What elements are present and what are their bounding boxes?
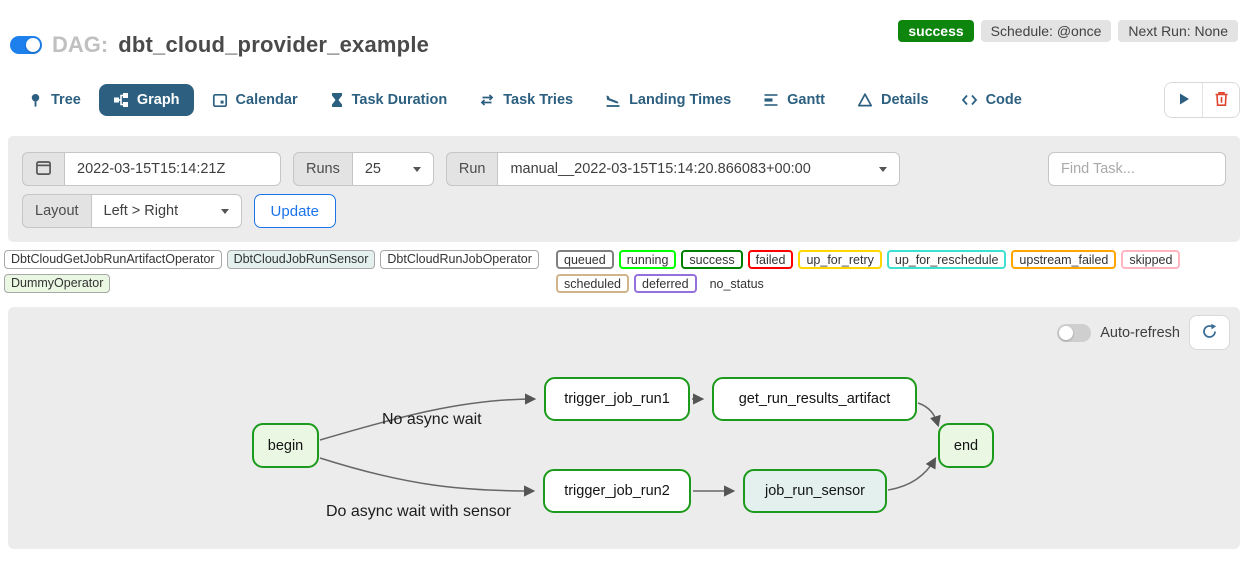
status-legend: queued running success failed up_for_ret…	[556, 250, 1244, 293]
pin-icon	[28, 92, 43, 108]
task-node-trigger-job-run2[interactable]: trigger_job_run2	[543, 469, 691, 513]
play-icon	[1177, 92, 1191, 109]
dag-pause-toggle[interactable]	[10, 36, 42, 54]
layout-label: Layout	[22, 194, 92, 228]
task-node-begin[interactable]: begin	[252, 423, 319, 468]
run-label: Run	[445, 152, 499, 186]
calendar-icon	[212, 92, 228, 108]
next-run-badge: Next Run: None	[1118, 20, 1238, 42]
tab-task-tries[interactable]: Task Tries	[465, 84, 587, 116]
plane-landing-icon	[605, 92, 621, 108]
legend-operator: DummyOperator	[4, 274, 111, 293]
legend-operator: DbtCloudRunJobOperator	[380, 250, 539, 269]
tab-details[interactable]: Details	[843, 84, 943, 116]
schedule-badge: Schedule: @once	[980, 20, 1112, 42]
legend: DbtCloudGetJobRunArtifactOperator DbtClo…	[0, 242, 1248, 293]
code-icon	[961, 93, 978, 107]
legend-operator: DbtCloudGetJobRunArtifactOperator	[4, 250, 222, 269]
legend-status: scheduled	[556, 274, 629, 293]
legend-status: success	[681, 250, 743, 269]
task-node-job-run-sensor[interactable]: job_run_sensor	[743, 469, 887, 513]
repeat-icon	[479, 92, 495, 108]
gantt-icon	[763, 92, 779, 108]
layout-select[interactable]: Left > Right	[91, 194, 242, 228]
refresh-button[interactable]	[1189, 315, 1230, 350]
tab-code[interactable]: Code	[947, 84, 1036, 116]
legend-operator: DbtCloudJobRunSensor	[226, 250, 376, 269]
trash-icon	[1214, 91, 1229, 110]
delete-dag-button[interactable]	[1202, 83, 1239, 117]
legend-status: running	[618, 250, 677, 269]
view-tabbar: Tree Graph Calendar Task Duration Task T…	[0, 58, 1248, 118]
legend-status: up_for_reschedule	[886, 250, 1007, 269]
tab-graph[interactable]: Graph	[98, 84, 194, 116]
refresh-icon	[1201, 323, 1218, 343]
legend-status: upstream_failed	[1011, 250, 1117, 269]
chevron-down-icon	[220, 208, 229, 214]
update-button[interactable]: Update	[253, 194, 336, 228]
runs-group: Runs 25	[293, 152, 434, 186]
legend-status: queued	[556, 250, 614, 269]
task-node-get-run-results-artifact[interactable]: get_run_results_artifact	[712, 377, 917, 421]
page-header: DAG: dbt_cloud_provider_example success …	[0, 0, 1248, 58]
legend-status: failed	[747, 250, 794, 269]
tab-task-duration[interactable]: Task Duration	[316, 84, 462, 116]
toggle-knob	[1059, 325, 1074, 340]
tab-tree[interactable]: Tree	[14, 84, 95, 116]
base-date-input[interactable]	[65, 152, 281, 186]
layout-group: Layout Left > Right	[22, 194, 242, 228]
operator-legend: DbtCloudGetJobRunArtifactOperator DbtClo…	[4, 250, 546, 293]
legend-status: up_for_retry	[798, 250, 882, 269]
chevron-down-icon	[879, 166, 888, 172]
run-group: Run manual__2022-03-15T15:14:20.866083+0…	[445, 152, 901, 186]
filter-panel: Runs 25 Run manual__2022-03-15T15:14:20.…	[8, 136, 1240, 242]
auto-refresh-label: Auto-refresh	[1100, 324, 1180, 341]
runs-label: Runs	[293, 152, 353, 186]
trigger-dag-button[interactable]	[1165, 83, 1202, 117]
legend-status: deferred	[634, 274, 697, 293]
run-select[interactable]: manual__2022-03-15T15:14:20.866083+00:00	[498, 152, 901, 186]
hourglass-icon	[330, 92, 344, 108]
task-node-end[interactable]: end	[938, 423, 994, 468]
edge-label: No async wait	[382, 411, 482, 428]
calendar-addon-button[interactable]	[22, 152, 65, 186]
calendar-icon	[35, 159, 52, 180]
dag-title: dbt_cloud_provider_example	[118, 32, 430, 57]
status-badge: success	[898, 20, 974, 42]
find-task-input[interactable]	[1048, 152, 1226, 186]
dag-label: DAG:	[52, 32, 109, 57]
chevron-down-icon	[412, 166, 421, 172]
graph-icon	[113, 92, 129, 108]
dag-graph-panel: No async wait Do async wait with sensor …	[8, 307, 1240, 549]
base-date-group	[22, 152, 281, 186]
tab-calendar[interactable]: Calendar	[198, 84, 312, 116]
legend-status: skipped	[1121, 250, 1181, 269]
dag-edges	[319, 393, 941, 497]
tab-gantt[interactable]: Gantt	[749, 84, 839, 116]
triangle-icon	[857, 92, 873, 108]
edge-label: Do async wait with sensor	[326, 503, 511, 520]
auto-refresh-toggle[interactable]	[1057, 323, 1092, 342]
dag-actions	[1164, 82, 1240, 118]
autorefresh-controls: Auto-refresh	[1057, 315, 1230, 350]
legend-status: no_status	[709, 277, 764, 291]
tab-landing-times[interactable]: Landing Times	[591, 84, 745, 116]
task-node-trigger-job-run1[interactable]: trigger_job_run1	[544, 377, 690, 421]
toggle-knob	[26, 38, 40, 52]
runs-select[interactable]: 25	[352, 152, 434, 186]
